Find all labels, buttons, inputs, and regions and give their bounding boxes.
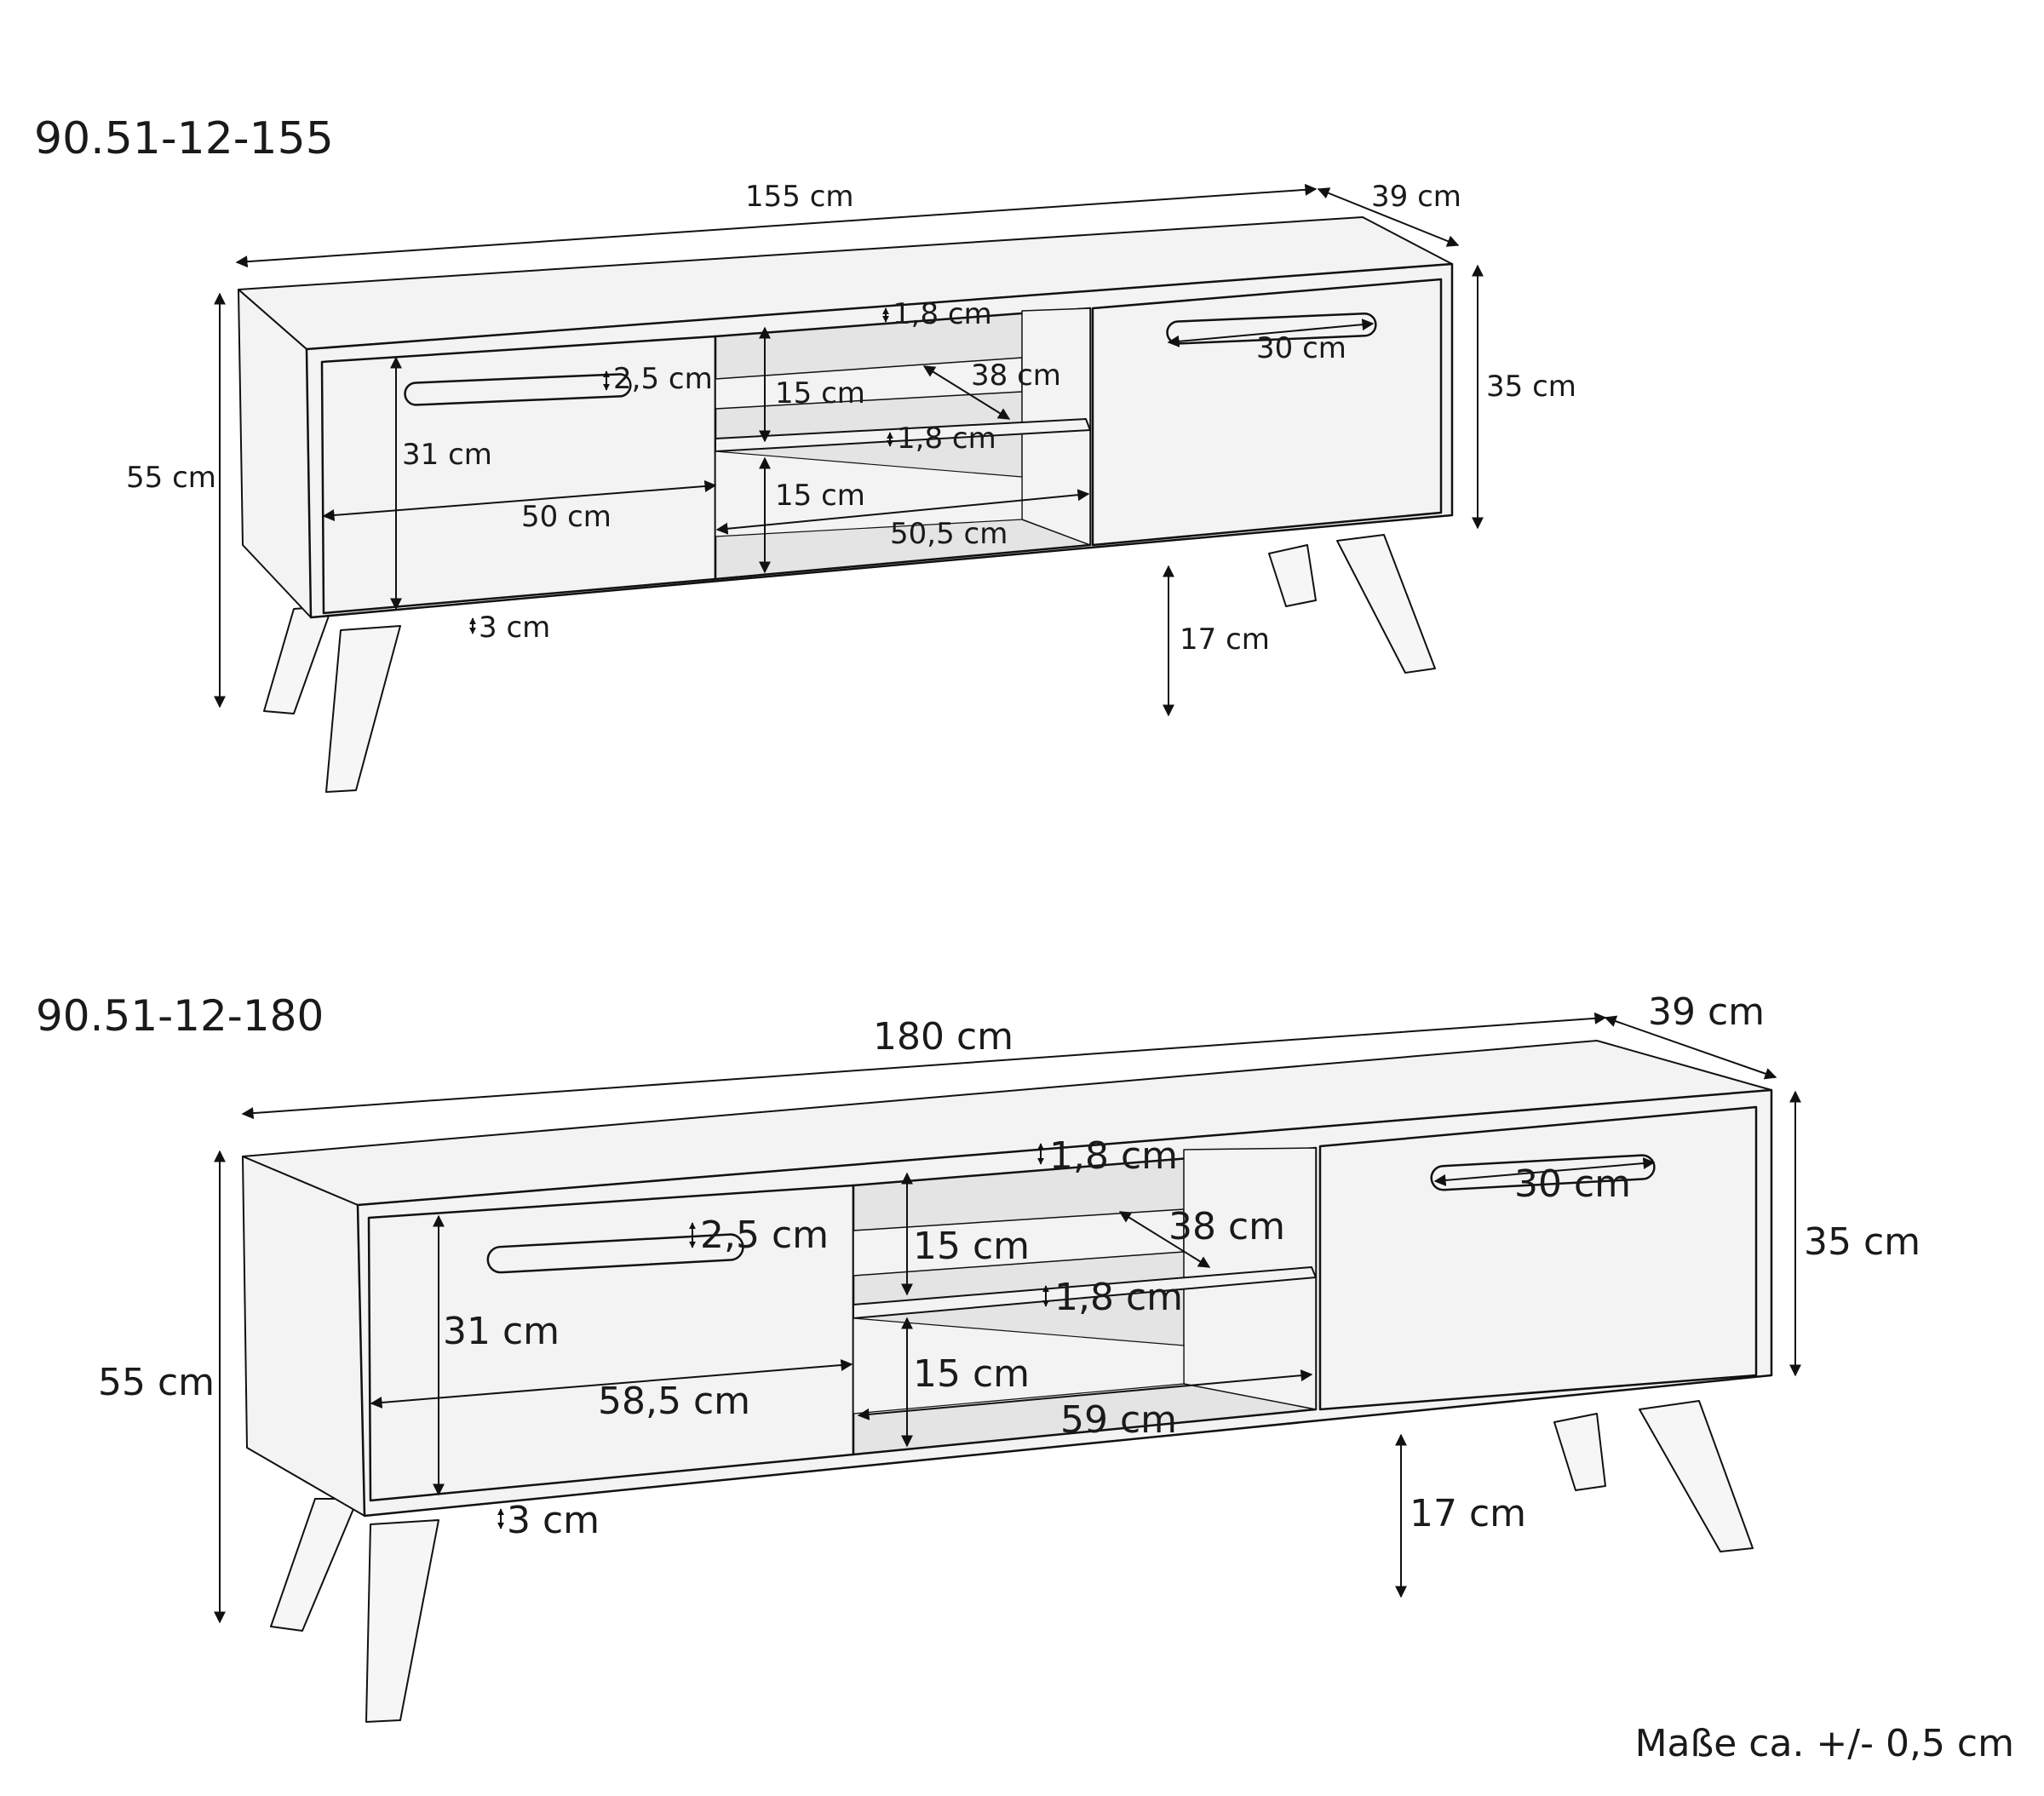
label-top-board-155: 1,8 cm <box>893 297 992 331</box>
label-open-width-180: 59 cm <box>1060 1398 1177 1442</box>
dimensions-155 <box>214 183 1484 717</box>
legs-180 <box>270 1400 1754 1723</box>
tolerance-note: Maße ca. +/- 0,5 cm <box>1635 1722 2014 1765</box>
label-shelf-depth-155: 38 cm <box>971 359 1061 393</box>
label-mid-board-155: 1,8 cm <box>897 422 996 456</box>
cabinet-180 <box>242 1040 1773 1518</box>
label-shelf-lower-155: 15 cm <box>775 479 865 513</box>
legs-155 <box>263 534 1436 793</box>
label-body-height-155: 35 cm <box>1486 370 1576 404</box>
model-title-180: 90.51-12-180 <box>36 991 324 1041</box>
labels-180: 180 cm 39 cm 55 cm 35 cm 17 cm 1,8 cm 1,… <box>98 990 1921 1542</box>
label-shelf-depth-180: 38 cm <box>1168 1205 1285 1248</box>
drawing-155: 90.51-12-155 <box>34 113 1576 793</box>
label-door-height-180: 31 cm <box>443 1310 560 1353</box>
label-plinth-180: 3 cm <box>507 1499 600 1542</box>
label-body-height-180: 35 cm <box>1804 1220 1921 1264</box>
dimensions-180 <box>214 1012 1801 1624</box>
label-depth-180: 39 cm <box>1648 990 1765 1034</box>
label-grip-height-180: 2,5 cm <box>700 1214 829 1257</box>
label-width-180: 180 cm <box>873 1015 1013 1059</box>
label-grip-length-155: 30 cm <box>1256 331 1346 365</box>
label-total-height-180: 55 cm <box>98 1361 215 1404</box>
label-open-width-155: 50,5 cm <box>890 517 1008 551</box>
label-grip-length-180: 30 cm <box>1514 1162 1631 1206</box>
label-plinth-155: 3 cm <box>479 611 550 645</box>
model-title-155: 90.51-12-155 <box>34 113 334 164</box>
label-grip-height-155: 2,5 cm <box>613 362 713 396</box>
label-door-width-180: 58,5 cm <box>598 1380 750 1423</box>
label-door-height-155: 31 cm <box>402 438 492 472</box>
drawing-180: 90.51-12-180 <box>36 990 1921 1723</box>
label-top-board-180: 1,8 cm <box>1049 1134 1178 1178</box>
label-door-width-155: 50 cm <box>521 500 611 534</box>
label-total-height-155: 55 cm <box>126 461 216 495</box>
label-width-155: 155 cm <box>745 180 854 214</box>
label-mid-board-180: 1,8 cm <box>1054 1276 1183 1319</box>
label-depth-155: 39 cm <box>1371 180 1461 214</box>
label-leg-height-180: 17 cm <box>1410 1492 1526 1535</box>
labels-155: 155 cm 39 cm 55 cm 35 cm 17 cm 1,8 cm 1,… <box>126 180 1576 657</box>
label-leg-height-155: 17 cm <box>1180 623 1270 657</box>
label-shelf-lower-180: 15 cm <box>913 1352 1030 1396</box>
label-shelf-upper-155: 15 cm <box>775 376 865 410</box>
label-shelf-upper-180: 15 cm <box>913 1225 1030 1268</box>
